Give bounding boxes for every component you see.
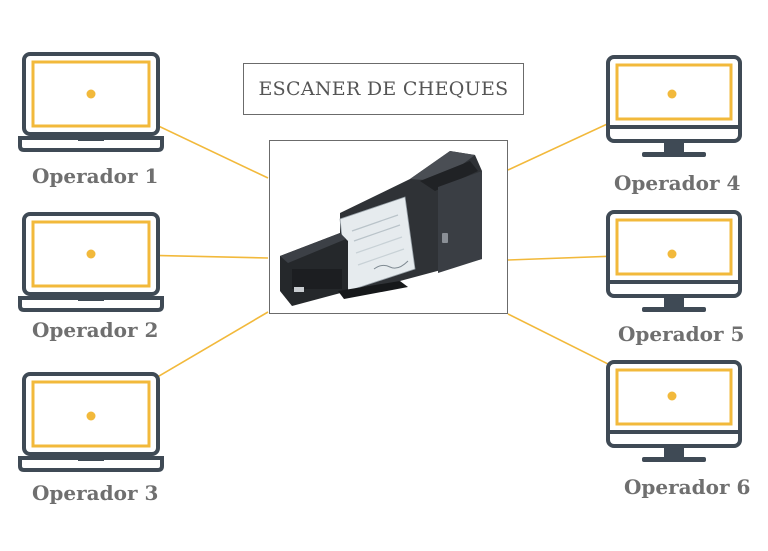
connector-dot-1 bbox=[86, 89, 96, 99]
laptop-icon-2 bbox=[18, 212, 164, 312]
operator-label-2: Operador 2 bbox=[32, 318, 159, 342]
operator-label-3: Operador 3 bbox=[32, 481, 159, 505]
devices bbox=[18, 52, 742, 472]
connector-dot-2 bbox=[86, 249, 96, 259]
monitor-icon-4 bbox=[606, 55, 742, 157]
operator-label-1: Operador 1 bbox=[32, 164, 159, 188]
operator-label-6: Operador 6 bbox=[624, 475, 751, 499]
laptop-icon-3 bbox=[18, 372, 164, 472]
monitor-icon-5 bbox=[606, 210, 742, 312]
connector-dot-4 bbox=[667, 89, 677, 99]
laptop-icon-1 bbox=[18, 52, 164, 152]
connector-dot-6 bbox=[667, 391, 677, 401]
operator-label-4: Operador 4 bbox=[614, 171, 741, 195]
title-box: ESCANER DE CHEQUES bbox=[243, 63, 524, 115]
check-scanner-icon bbox=[280, 151, 482, 306]
diagram-title: ESCANER DE CHEQUES bbox=[258, 78, 509, 100]
connector-dot-5 bbox=[667, 249, 677, 259]
scanner-frame bbox=[269, 140, 508, 314]
operator-label-5: Operador 5 bbox=[618, 322, 745, 346]
connector-dot-3 bbox=[86, 411, 96, 421]
monitor-icon-6 bbox=[606, 360, 742, 462]
